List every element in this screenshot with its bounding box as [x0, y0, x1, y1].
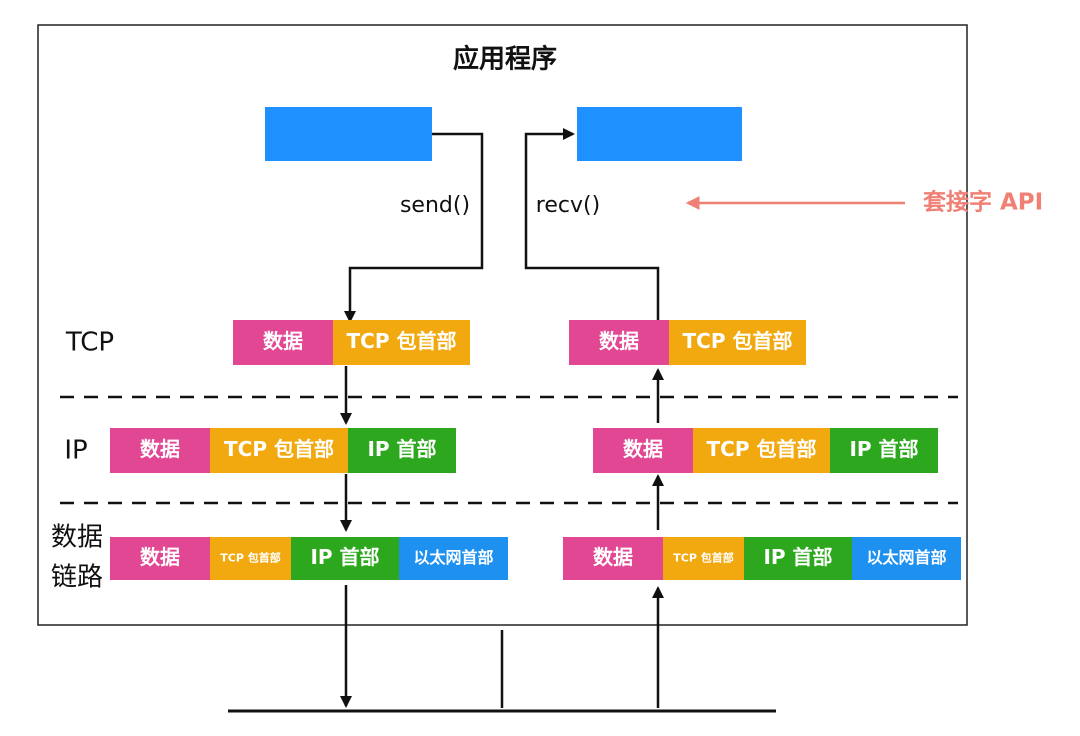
right-link-packet: 数据 TCP 包首部 IP 首部 以太网首部: [563, 537, 961, 580]
right-ip-tcp-header-label: TCP 包首部: [707, 437, 817, 461]
send-socket-box: [265, 107, 432, 161]
left-ip-tcp-header-segment: [210, 428, 348, 473]
left-link-tcp-header-label: TCP 包首部: [220, 551, 280, 565]
right-tcp-data-label: 数据: [599, 329, 639, 353]
right-ip-ip-header-segment: [830, 428, 938, 473]
right-ip-tcp-header-segment: [693, 428, 830, 473]
ip-layer-label: IP: [64, 436, 87, 466]
right-link-data-segment: [563, 537, 663, 580]
left-link-ip-header-segment: [291, 537, 399, 580]
right-link-tcp-header-segment: [663, 537, 744, 580]
right-tcp-tcp-header-label: TCP 包首部: [683, 329, 793, 353]
right-ip-packet: 数据 TCP 包首部 IP 首部: [593, 428, 938, 473]
right-link-ip-header-segment: [744, 537, 852, 580]
left-link-ethernet-header-segment: [399, 537, 508, 580]
left-link-packet: 数据 TCP 包首部 IP 首部 以太网首部: [110, 537, 508, 580]
right-ip-ip-header-label: IP 首部: [849, 437, 918, 461]
left-tcp-packet: 数据 TCP 包首部: [233, 320, 470, 365]
send-call-label: send(): [400, 193, 470, 218]
application-title: 应用程序: [453, 44, 557, 75]
right-tcp-data-segment: [569, 320, 669, 365]
send-to-tcp-arrow: [344, 132, 484, 323]
left-link-ip-header-label: IP 首部: [310, 545, 379, 569]
left-tcp-tcp-header-segment: [333, 320, 470, 365]
left-tcp-data-label: 数据: [263, 329, 303, 353]
tcp-to-recv-arrow: [524, 128, 660, 321]
left-ip-ip-header-segment: [348, 428, 456, 473]
right-link-tcp-header-label: TCP 包首部: [673, 551, 733, 565]
tcp-layer-label: TCP: [65, 328, 114, 358]
left-link-tcp-header-segment: [210, 537, 291, 580]
left-link-data-segment: [110, 537, 210, 580]
left-ip-tcp-header-label: TCP 包首部: [224, 437, 334, 461]
right-link-ip-header-label: IP 首部: [763, 545, 832, 569]
right-ip-data-label: 数据: [623, 437, 663, 461]
right-link-data-label: 数据: [593, 545, 633, 569]
right-link-ethernet-header-label: 以太网首部: [866, 548, 946, 567]
recv-call-label: recv(): [536, 193, 600, 218]
left-tcp-data-segment: [233, 320, 333, 365]
application-frame: [37, 24, 968, 626]
link-layer-label-line-2: 链路: [51, 563, 103, 593]
link-layer-label-line-1: 数据: [51, 523, 103, 553]
left-ip-data-label: 数据: [140, 437, 180, 461]
left-link-data-label: 数据: [140, 545, 180, 569]
right-tcp-packet: 数据 TCP 包首部: [569, 320, 806, 365]
socket-api-label: 套接字 API: [923, 189, 1043, 216]
left-link-ethernet-header-label: 以太网首部: [413, 548, 493, 567]
right-link-ethernet-header-segment: [852, 537, 961, 580]
left-ip-packet: 数据 TCP 包首部 IP 首部: [110, 428, 456, 473]
left-tcp-tcp-header-label: TCP 包首部: [347, 329, 457, 353]
recv-socket-box: [577, 107, 742, 161]
right-tcp-tcp-header-segment: [669, 320, 806, 365]
right-ip-data-segment: [593, 428, 693, 473]
left-ip-ip-header-label: IP 首部: [367, 437, 436, 461]
left-ip-data-segment: [110, 428, 210, 473]
